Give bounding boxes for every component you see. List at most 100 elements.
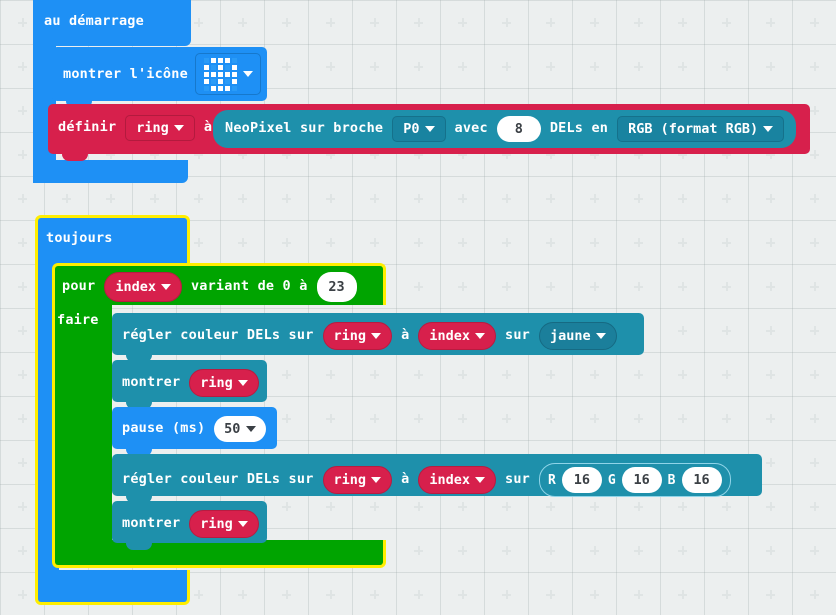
grid-mark — [502, 194, 511, 203]
strip-dropdown-ring[interactable]: ring — [189, 510, 259, 538]
grid-mark — [238, 194, 247, 203]
led-matrix-icon-field[interactable] — [195, 53, 261, 95]
led-pixel — [210, 71, 216, 77]
grid-mark — [62, 194, 71, 203]
strip-dropdown-ring[interactable]: ring — [189, 369, 259, 397]
chevron-down-icon[interactable] — [763, 126, 774, 132]
neopixel-prefix-label: NeoPixel sur broche — [225, 120, 384, 137]
grid-mark — [414, 282, 423, 291]
variable-dropdown-ring[interactable]: ring — [125, 115, 195, 141]
grid-mark — [238, 590, 247, 599]
block-neopixel-reporter[interactable]: NeoPixel sur broche P0 avec 8 DELs en RG… — [213, 110, 797, 148]
chevron-down-icon[interactable] — [237, 380, 248, 386]
index-dropdown[interactable]: index — [418, 322, 497, 350]
chevron-down-icon[interactable] — [173, 125, 184, 131]
grid-mark — [194, 194, 203, 203]
pin-dropdown[interactable]: P0 — [392, 116, 446, 142]
chevron-down-icon[interactable] — [475, 333, 486, 339]
grid-mark — [18, 414, 27, 423]
grid-mark — [458, 194, 467, 203]
chevron-down-icon[interactable] — [371, 333, 382, 339]
set-variable-notch — [62, 154, 88, 161]
grid-mark — [282, 414, 291, 423]
rgb-b-input[interactable]: 16 — [681, 467, 722, 493]
grid-mark — [18, 502, 27, 511]
grid-mark — [590, 238, 599, 247]
strip-dropdown-ring[interactable]: ring — [322, 322, 393, 350]
grid-mark — [18, 546, 27, 555]
grid-mark — [502, 62, 511, 71]
index-dropdown[interactable]: index — [418, 466, 497, 494]
grid-mark — [722, 546, 731, 555]
grid-mark — [634, 194, 643, 203]
led-pixel — [217, 85, 223, 91]
led-pixel — [203, 71, 209, 77]
led-pixel — [231, 78, 237, 84]
color-dropdown-jaune[interactable]: jaune — [539, 322, 617, 350]
rgb-mode-dropdown[interactable]: RGB (format RGB) — [617, 116, 785, 142]
grid-mark — [678, 370, 687, 379]
grid-mark — [810, 370, 819, 379]
grid-mark — [194, 590, 203, 599]
pin-value: P0 — [403, 121, 420, 137]
grid-mark — [326, 62, 335, 71]
grid-mark — [18, 238, 27, 247]
for-loop-header: pour index variant de 0 à 23 — [62, 272, 357, 302]
led-pixel — [203, 64, 209, 70]
led-pixel — [217, 71, 223, 77]
grid-mark — [590, 62, 599, 71]
rgb-r-input[interactable]: 16 — [561, 467, 602, 493]
chevron-down-icon[interactable] — [160, 284, 171, 290]
led-pixel — [210, 64, 216, 70]
chevron-down-icon[interactable] — [424, 126, 435, 132]
grid-mark — [458, 590, 467, 599]
chevron-down-icon[interactable] — [595, 333, 606, 339]
grid-mark — [546, 62, 555, 71]
grid-mark — [634, 62, 643, 71]
grid-mark — [546, 370, 555, 379]
grid-mark — [546, 238, 555, 247]
grid-mark — [18, 18, 27, 27]
block-on-start[interactable] — [33, 0, 191, 46]
pause-value-dropdown[interactable]: 50 — [214, 416, 267, 442]
loop-variable-dropdown[interactable]: index — [104, 272, 182, 302]
set-pixel-prefix-label: régler couleur DELs sur — [122, 327, 314, 344]
led-pixel — [203, 57, 209, 63]
grid-mark — [106, 194, 115, 203]
rgb-g-label: G — [607, 472, 616, 488]
forever-label: toujours — [46, 230, 113, 246]
led-pixel — [231, 71, 237, 77]
grid-mark — [766, 194, 775, 203]
chevron-down-icon[interactable] — [237, 521, 248, 527]
grid-mark — [238, 238, 247, 247]
color-value: jaune — [550, 328, 591, 344]
set-pixel-color-notch — [126, 355, 152, 362]
led-count-input[interactable]: 8 — [496, 116, 541, 142]
block-forever[interactable] — [35, 215, 190, 263]
show-strip-2-row: montrer ring — [122, 510, 259, 538]
chevron-down-icon[interactable] — [242, 71, 253, 77]
chevron-down-icon[interactable] — [246, 426, 257, 432]
grid-mark — [326, 502, 335, 511]
rgb-g-input[interactable]: 16 — [621, 467, 662, 493]
led-pixel — [217, 64, 223, 70]
chevron-down-icon[interactable] — [371, 477, 382, 483]
grid-mark — [810, 326, 819, 335]
grid-mark — [678, 590, 687, 599]
set-pixel-to-label: sur — [505, 327, 531, 344]
loop-limit-input[interactable]: 23 — [316, 272, 357, 302]
grid-mark — [150, 194, 159, 203]
chevron-down-icon[interactable] — [475, 477, 486, 483]
grid-mark — [722, 238, 731, 247]
grid-mark — [546, 282, 555, 291]
strip-dropdown-ring[interactable]: ring — [322, 466, 393, 494]
led-pixel — [210, 57, 216, 63]
set-variable-label: définir — [58, 119, 117, 136]
grid-mark — [502, 414, 511, 423]
led-pixel — [231, 57, 237, 63]
led-pixel — [224, 85, 230, 91]
neopixel-with-label: avec — [454, 120, 488, 137]
grid-mark — [634, 18, 643, 27]
rgb-reporter[interactable]: R 16 G 16 B 16 — [539, 463, 731, 497]
